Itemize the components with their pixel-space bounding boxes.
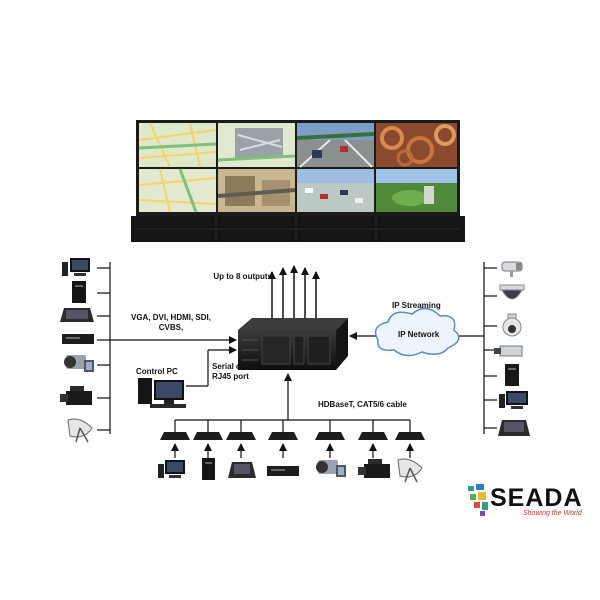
bottom-sources xyxy=(158,458,423,483)
receiver-icon xyxy=(226,432,256,440)
satellite-dish-icon xyxy=(67,418,93,443)
tower-pc-icon xyxy=(72,281,86,303)
ip-network-cloud xyxy=(374,307,460,357)
camcorder-icon xyxy=(64,355,94,372)
dvd-player-icon xyxy=(267,466,299,476)
laptop-icon xyxy=(60,308,94,322)
ptz-camera-icon xyxy=(502,313,522,337)
bullet-camera-icon xyxy=(501,261,523,277)
serial-label-line1: Serial or xyxy=(212,362,245,371)
box-camera-icon xyxy=(494,345,523,357)
satellite-dish-icon xyxy=(397,458,423,483)
wall-panel-cables xyxy=(376,123,457,167)
wall-panel-street xyxy=(217,169,296,212)
ip-network-label: IP Network xyxy=(398,330,440,339)
pro-video-camera-icon xyxy=(358,459,390,478)
wall-panel-map xyxy=(138,122,217,168)
inputs-label-line1: VGA, DVI, HDMI, SDI, xyxy=(130,313,211,322)
seada-logo: SEADA xyxy=(490,484,583,512)
dvd-player-icon xyxy=(62,334,94,344)
receiver-icon xyxy=(193,432,223,440)
dome-camera-icon xyxy=(499,284,525,300)
hdbaset-label: HDBaseT, CAT5/6 cable xyxy=(318,400,407,409)
receiver-icon xyxy=(160,432,190,440)
output-arrows xyxy=(268,265,320,318)
video-wall xyxy=(131,120,465,242)
desktop-pc-icon xyxy=(499,391,528,409)
desktop-pc-icon xyxy=(158,460,185,478)
seada-tagline: Showing the World xyxy=(523,510,582,517)
receiver-icon xyxy=(358,432,388,440)
laptop-icon xyxy=(498,420,530,436)
wall-panel-parking xyxy=(297,169,374,212)
receiver-icon xyxy=(268,432,298,440)
pro-video-camera-icon xyxy=(60,386,92,405)
video-wall-processor xyxy=(238,318,348,370)
seada-logo-mark xyxy=(468,484,488,516)
ip-streaming-label: IP Streaming xyxy=(392,301,441,310)
hdbaset-bus xyxy=(174,373,411,432)
outputs-label: Up to 8 outputs xyxy=(213,272,272,281)
tower-pc-icon xyxy=(202,458,215,480)
control-pc-icon xyxy=(138,378,186,408)
serial-label-line2: RJ45 port xyxy=(212,372,249,381)
nvr-icon xyxy=(505,364,519,386)
laptop-icon xyxy=(228,462,256,478)
camcorder-icon xyxy=(316,460,346,477)
bottom-source-arrows xyxy=(171,443,414,458)
inputs-label-line2: CVBS, xyxy=(158,323,184,332)
hdbaset-receivers xyxy=(160,432,425,440)
wall-panel-map xyxy=(138,168,217,213)
desktop-pc-icon xyxy=(62,258,90,276)
wall-panel-field xyxy=(376,169,457,212)
left-sources xyxy=(60,258,94,443)
control-pc-label: Control PC xyxy=(136,367,178,376)
receiver-icon xyxy=(395,432,425,440)
wall-panel-map xyxy=(217,123,296,167)
control-pc-link xyxy=(186,346,237,387)
left-input-bus xyxy=(97,262,237,434)
receiver-icon xyxy=(315,432,345,440)
wall-panel-highway xyxy=(296,123,375,168)
right-sources xyxy=(494,261,530,436)
